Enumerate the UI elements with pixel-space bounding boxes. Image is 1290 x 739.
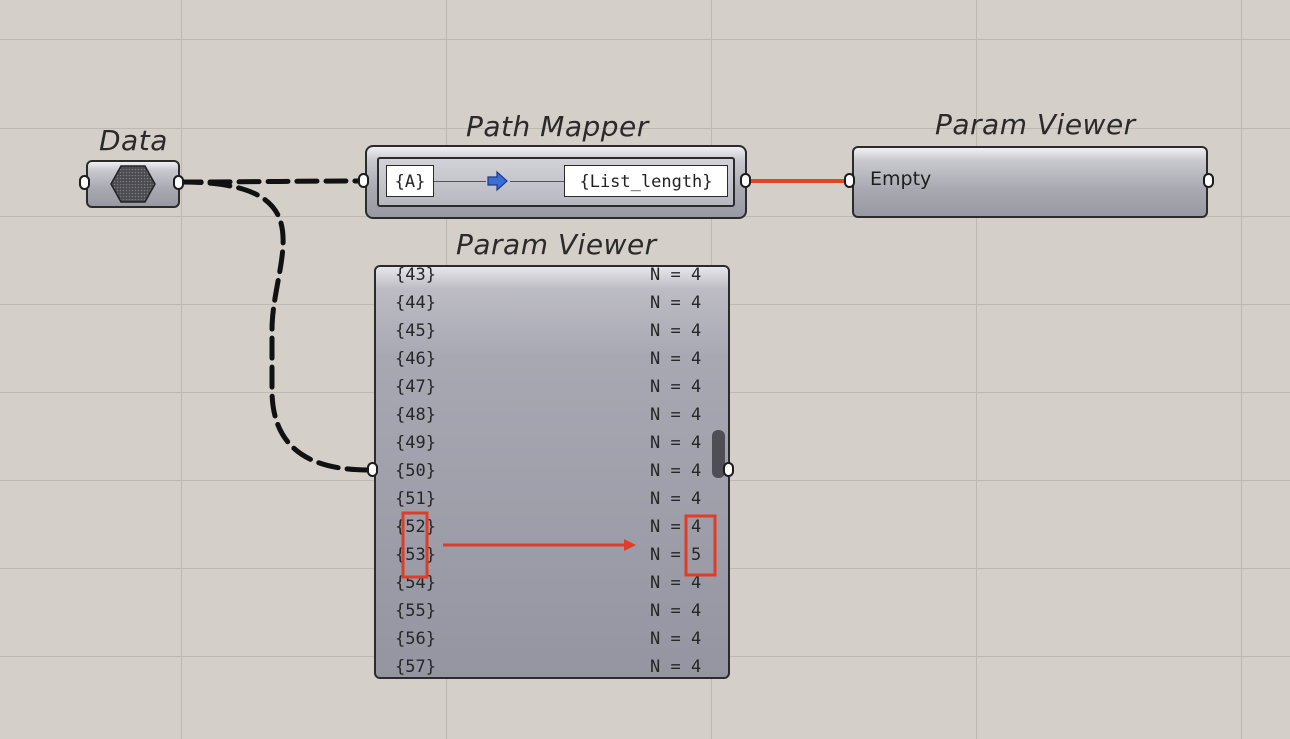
list-item: {52}N = 4 [395,517,702,537]
list-item: {50}N = 4 [395,461,702,481]
data-param-output-grip[interactable] [173,175,184,190]
list-item: {44}N = 4 [395,293,702,313]
path-mapper-body: {A} {List_length} [377,157,735,207]
param-viewer-list[interactable]: {43}N = 4 {44}N = 4 {45}N = 4 {46}N = 4 … [374,265,730,679]
param-viewer-top[interactable]: Empty [852,146,1208,218]
list-item: {51}N = 4 [395,489,702,509]
path-mapper-input-grip[interactable] [358,173,369,188]
list-item: {53}N = 5 [395,545,702,565]
list-item: {43}N = 4 [395,265,702,285]
arrow-right-icon [486,169,510,193]
hexagon-icon [110,165,156,203]
list-item: {56}N = 4 [395,629,702,649]
mapper-line-left [434,181,486,182]
list-item: {57}N = 4 [395,657,702,677]
list-item: {46}N = 4 [395,349,702,369]
target-mask-field[interactable]: {List_length} [564,165,728,197]
viewer-top-output-grip[interactable] [1203,173,1214,188]
path-mapper-component[interactable]: {A} {List_length} [365,145,747,219]
path-mapper-output-grip[interactable] [740,173,751,188]
viewer-list-title: Param Viewer [456,228,657,261]
wire-data-to-path-mapper[interactable] [178,178,365,185]
wire-data-to-param-viewer[interactable] [178,179,373,473]
viewer-empty-text: Empty [870,168,932,190]
data-param-title: Data [99,124,168,157]
path-mapper-title: Path Mapper [466,110,649,143]
viewer-top-title: Param Viewer [935,108,1136,141]
list-item: {55}N = 4 [395,601,702,621]
list-item: {54}N = 4 [395,573,702,593]
data-param-input-grip[interactable] [79,175,90,190]
list-item: {47}N = 4 [395,377,702,397]
list-item: {48}N = 4 [395,405,702,425]
list-item: {45}N = 4 [395,321,702,341]
mapper-line-right [510,181,564,182]
viewer-list-output-grip[interactable] [723,462,734,477]
data-param[interactable] [86,160,180,208]
viewer-list-input-grip[interactable] [367,462,378,477]
viewer-top-input-grip[interactable] [844,173,855,188]
viewer-scrollbar[interactable] [712,430,725,478]
list-item: {49}N = 4 [395,433,702,453]
source-mask-field[interactable]: {A} [386,165,434,197]
